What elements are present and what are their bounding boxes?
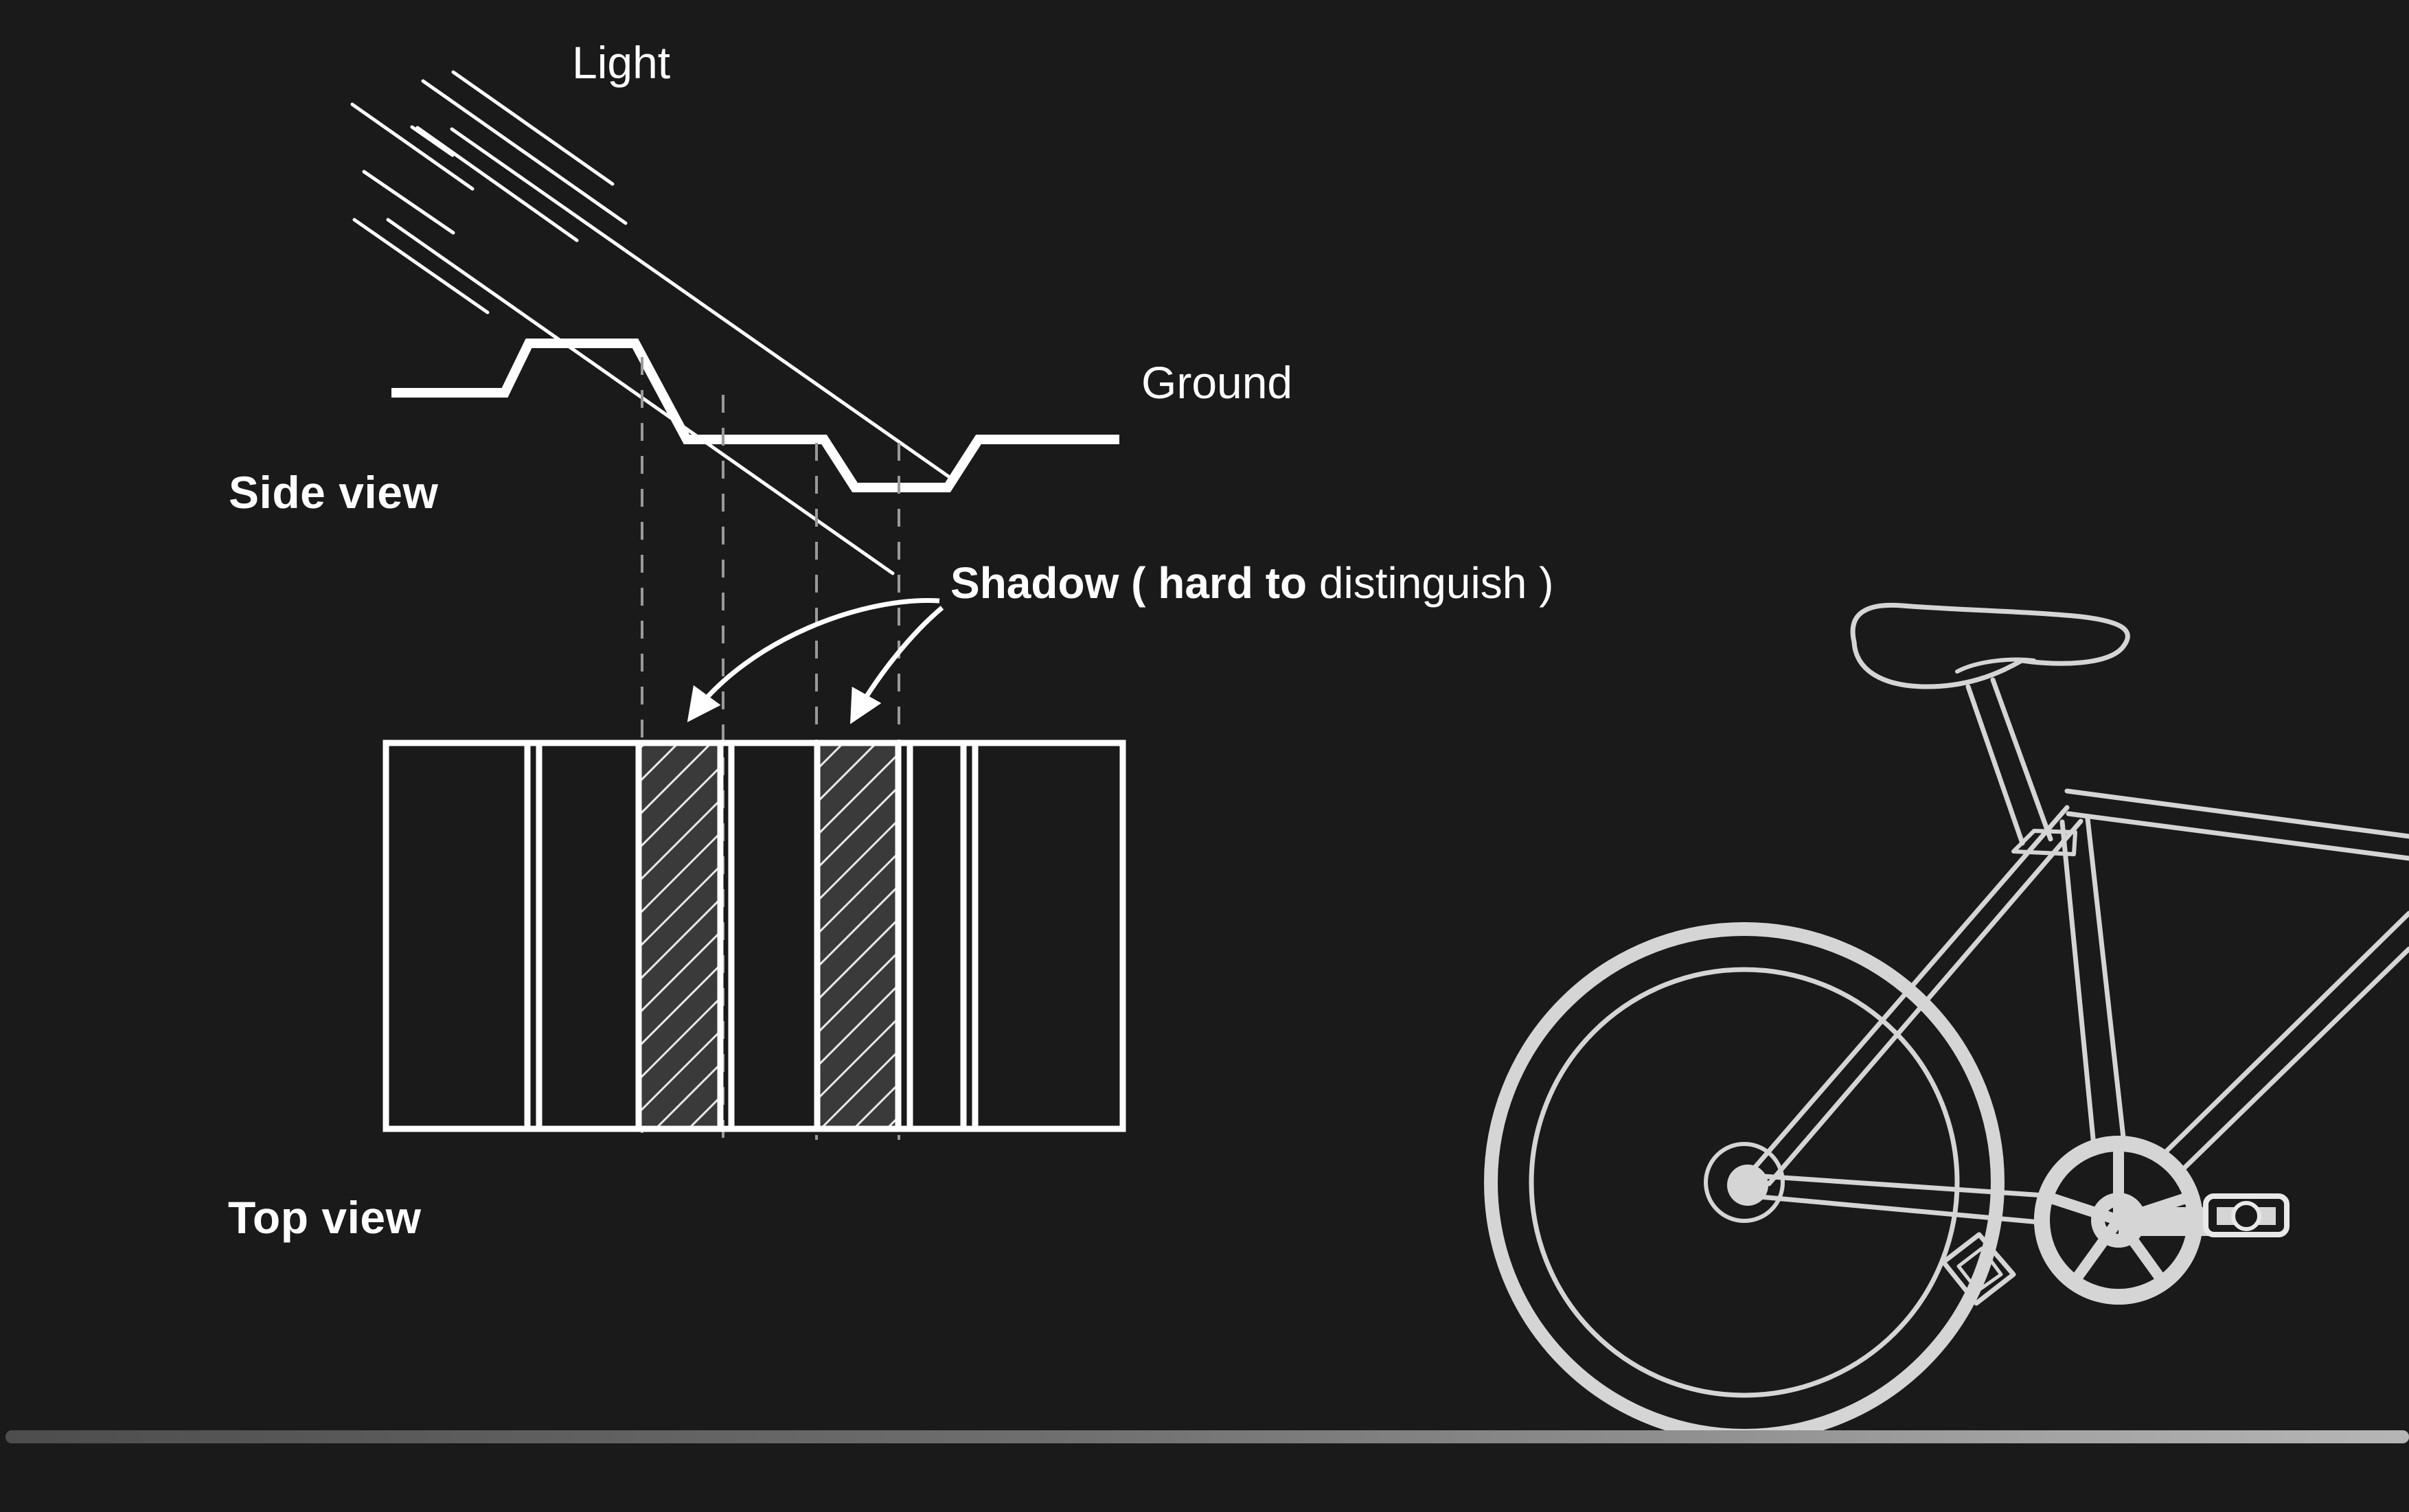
down-tube-upper — [2119, 910, 2409, 1198]
rear-derailleur-inner — [1956, 1246, 2003, 1293]
seat-stay-lower — [1766, 818, 2083, 1187]
top-tube-lower — [2066, 811, 2409, 861]
seatpost-left — [1965, 684, 2025, 846]
seat-clamp — [2011, 829, 2077, 856]
light-ray-short-6 — [415, 126, 579, 242]
shadow-band-1 — [639, 746, 720, 1126]
seatpost-right — [1990, 677, 2053, 842]
light-ray-long-1 — [386, 218, 895, 575]
shadow-label: Shadow ( hard to distinguish ) — [950, 561, 1553, 605]
light-ray-short-3 — [451, 70, 615, 186]
rear-hub-ring — [1704, 1142, 1785, 1223]
pedal-spindle — [2231, 1201, 2261, 1231]
shadow-arrow-1 — [687, 597, 940, 722]
light-ray-short-5 — [362, 170, 455, 235]
rear-derailleur — [1941, 1232, 2016, 1306]
top-view-rect-border — [383, 740, 1126, 1132]
seat-tube-left — [2059, 819, 2101, 1191]
shadow-arrow-2 — [849, 606, 944, 724]
light-ray-long-2 — [450, 127, 957, 483]
ground-label: Ground — [1141, 357, 1293, 408]
light-label: Light — [572, 37, 671, 88]
saddle — [1850, 602, 2130, 689]
seat-tube-right — [2085, 816, 2132, 1189]
saddle-rail — [1955, 657, 2036, 674]
light-ray-short-4 — [410, 125, 455, 157]
seat-stay-upper — [1750, 805, 2070, 1173]
shadow-label-strong: Shadow ( hard to — [950, 558, 1308, 608]
light-ray-short-1 — [350, 102, 475, 191]
top-view-label: Top view — [228, 1192, 422, 1243]
top-tube-upper — [2064, 788, 2409, 839]
shadow-label-rest: distinguish ) — [1307, 558, 1554, 608]
crank-arm — [2119, 1207, 2215, 1236]
shadow-band-2 — [817, 746, 898, 1126]
ground-profile-line — [391, 339, 1119, 492]
light-ray-short-7 — [352, 218, 490, 314]
side-view-label: Side view — [229, 467, 439, 518]
floor-line — [5, 1430, 2409, 1443]
rear-wheel-inner-rim — [1529, 967, 1960, 1398]
light-ray-short-2 — [421, 79, 628, 225]
